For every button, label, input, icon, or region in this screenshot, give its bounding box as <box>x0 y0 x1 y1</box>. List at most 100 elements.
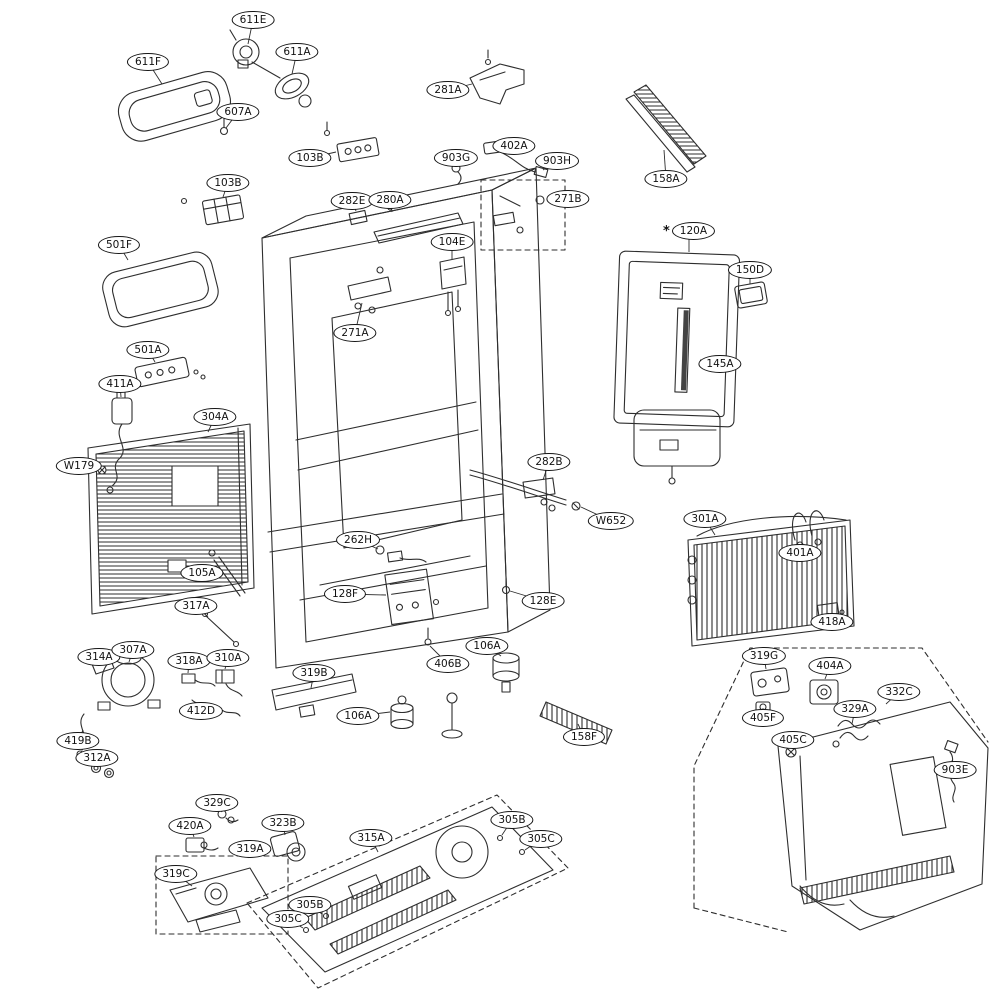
callout-103B[interactable]: 103B <box>206 173 250 193</box>
callout-305B[interactable]: 305B <box>490 810 534 830</box>
fan-group-art <box>750 667 881 758</box>
part-number-label: 318A <box>167 651 211 671</box>
callout-312A[interactable]: 312A <box>75 748 119 768</box>
callout-419B[interactable]: 419B <box>56 731 100 751</box>
callout-282E[interactable]: 282E <box>330 191 374 211</box>
callout-271A[interactable]: 271A <box>333 323 377 343</box>
callout-305C[interactable]: 305C <box>519 829 563 849</box>
callout-404A[interactable]: 404A <box>808 656 852 676</box>
callout-903G[interactable]: 903G <box>433 148 479 168</box>
callout-315A[interactable]: 315A <box>349 828 393 848</box>
part-number-label: 329C <box>195 793 239 813</box>
callout-282B[interactable]: 282B <box>527 452 571 472</box>
callout-411A[interactable]: 411A <box>98 374 142 394</box>
part-number-label: 329A <box>833 699 877 719</box>
part-number-label: 304A <box>193 407 237 427</box>
part-number-label: 301A <box>683 509 727 529</box>
bracket-104e-art <box>439 256 467 317</box>
callout-418A[interactable]: 418A <box>810 612 854 632</box>
part-number-label: 271B <box>546 189 590 209</box>
part-number-label: 158A <box>644 169 688 189</box>
callout-106A[interactable]: 106A <box>336 706 380 726</box>
callout-501F[interactable]: 501F <box>97 235 141 255</box>
part-number-label: 420A <box>168 816 212 836</box>
callout-319B[interactable]: 319B <box>292 663 336 683</box>
part-number-label: 262H <box>336 530 380 550</box>
callout-401A[interactable]: 401A <box>778 543 822 563</box>
callout-420A[interactable]: 420A <box>168 816 212 836</box>
callout-405C[interactable]: 405C <box>771 730 815 750</box>
callout-406B[interactable]: 406B <box>426 654 470 674</box>
part-number-label: 903H <box>535 151 579 171</box>
part-number-label: 120A <box>671 221 716 241</box>
part-number-label: 903G <box>433 148 479 168</box>
callout-301A[interactable]: 301A <box>683 509 727 529</box>
callout-150D[interactable]: 150D <box>727 260 773 280</box>
part-number-label: 401A <box>778 543 822 563</box>
damper-group-art <box>155 809 306 935</box>
callout-402A[interactable]: 402A <box>492 136 536 156</box>
part-number-label: 611F <box>126 52 170 72</box>
callout-318A[interactable]: 318A <box>167 651 211 671</box>
part-number-label: 282E <box>330 191 374 211</box>
screw-607a-art <box>219 117 229 136</box>
part-number-label: W652 <box>587 511 635 531</box>
part-number-label: 501F <box>97 235 141 255</box>
callout-103B[interactable]: 103B <box>288 148 332 168</box>
part-number-label: 319B <box>292 663 336 683</box>
tray-501f-art <box>102 251 219 328</box>
part-number-label: W179 <box>55 456 103 476</box>
callout-405F[interactable]: 405F <box>741 708 785 728</box>
part-number-label: 103B <box>288 148 332 168</box>
tray-611f-art <box>117 71 232 142</box>
callout-271B[interactable]: 271B <box>546 189 590 209</box>
callout-304A[interactable]: 304A <box>193 407 237 427</box>
part-number-label: 405C <box>771 730 815 750</box>
callout-280A[interactable]: 280A <box>368 190 412 210</box>
bracket-103b-lower-art <box>180 121 331 226</box>
callout-611A[interactable]: 611A <box>275 42 319 62</box>
callout-145A[interactable]: 145A <box>698 354 742 374</box>
callout-329C[interactable]: 329C <box>195 793 239 813</box>
callout-158F[interactable]: 158F <box>562 727 606 747</box>
callout-332C[interactable]: 332C <box>877 682 921 702</box>
callout-W652[interactable]: W652 <box>587 511 635 531</box>
callout-128F[interactable]: 128F <box>323 584 367 604</box>
callout-323B[interactable]: 323B <box>261 813 305 833</box>
callout-329A[interactable]: 329A <box>833 699 877 719</box>
callout-611F[interactable]: 611F <box>126 52 170 72</box>
part-number-label: 323B <box>261 813 305 833</box>
callout-281A[interactable]: 281A <box>426 80 470 100</box>
callout-319A[interactable]: 319A <box>228 839 272 859</box>
callout-105A[interactable]: 105A <box>180 563 224 583</box>
part-number-label: 412D <box>178 701 224 721</box>
callout-903H[interactable]: 903H <box>535 151 579 171</box>
part-number-label: 305C <box>519 829 563 849</box>
callout-317A[interactable]: 317A <box>174 596 218 616</box>
callout-120A[interactable]: *120A <box>663 221 716 241</box>
callout-319C[interactable]: 319C <box>154 864 198 884</box>
callout-305B[interactable]: 305B <box>288 895 332 915</box>
part-number-label: 611A <box>275 42 319 62</box>
callout-607A[interactable]: 607A <box>216 102 260 122</box>
part-number-label: 319A <box>228 839 272 859</box>
callout-106A[interactable]: 106A <box>465 636 509 656</box>
callout-307A[interactable]: 307A <box>111 640 155 660</box>
callout-W179[interactable]: W179 <box>55 456 103 476</box>
callout-319G[interactable]: 319G <box>741 646 787 666</box>
callout-305C[interactable]: 305C <box>266 909 310 929</box>
part-number-label: 150D <box>727 260 773 280</box>
callout-412D[interactable]: 412D <box>178 701 224 721</box>
part-number-label: 411A <box>98 374 142 394</box>
callout-262H[interactable]: 262H <box>336 530 380 550</box>
part-number-label: 104E <box>430 232 474 252</box>
callout-903E[interactable]: 903E <box>933 760 977 780</box>
part-number-label: 402A <box>492 136 536 156</box>
callout-611E[interactable]: 611E <box>231 10 275 30</box>
callout-104E[interactable]: 104E <box>430 232 474 252</box>
callout-128E[interactable]: 128E <box>521 591 565 611</box>
callout-501A[interactable]: 501A <box>126 340 170 360</box>
callout-158A[interactable]: 158A <box>644 169 688 189</box>
callout-310A[interactable]: 310A <box>206 648 250 668</box>
